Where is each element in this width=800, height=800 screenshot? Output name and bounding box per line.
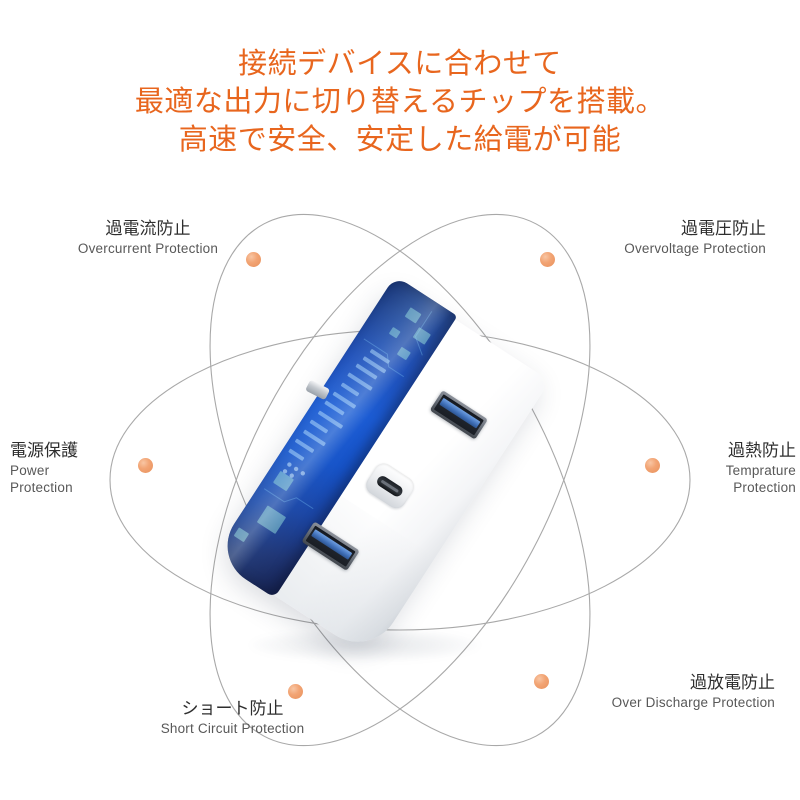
feature-label-over-discharge-en: Over Discharge Protection xyxy=(611,695,775,710)
feature-label-overcurrent-jp: 過電流防止 xyxy=(105,219,191,239)
orbit-ring-tilt-right xyxy=(209,213,591,747)
dot-overcurrent xyxy=(246,252,261,267)
feature-label-power-jp: 電源保護 xyxy=(10,441,78,461)
dot-temperature xyxy=(645,458,660,473)
feature-label-overcurrent-en: Overcurrent Protection xyxy=(77,241,219,256)
feature-label-power-en: Power Protection xyxy=(10,463,73,495)
headline-line-2: 最適な出力に切り替えるチップを搭載。 xyxy=(134,84,666,118)
dot-over-discharge xyxy=(534,674,549,689)
feature-label-short-circuit-jp: ショート防止 xyxy=(181,699,284,719)
feature-label-over-discharge-jp: 過放電防止 xyxy=(690,673,775,693)
feature-label-power: 電源保護 Power Protection xyxy=(10,440,135,496)
feature-label-short-circuit-en: Short Circuit Protection xyxy=(160,721,305,736)
feature-label-over-discharge: 過放電防止 Over Discharge Protection xyxy=(560,672,775,711)
dot-short-circuit xyxy=(288,684,303,699)
circuit-board-face xyxy=(212,275,458,598)
dot-overvoltage xyxy=(540,252,555,267)
feature-label-temperature: 過熱防止 Temprature Protection xyxy=(666,440,796,496)
headline-line-3: 高速で安全、安定した給電が可能 xyxy=(178,122,622,156)
usb-c-port-slot xyxy=(375,473,405,499)
circuit-pattern-svg xyxy=(234,307,433,542)
feature-label-temperature-jp: 過熱防止 xyxy=(728,441,796,461)
feature-label-short-circuit: ショート防止 Short Circuit Protection xyxy=(110,698,355,737)
feature-label-temperature-en: Temprature Protection xyxy=(725,463,796,495)
page-title: 接続デバイスに合わせて 最適な出力に切り替えるチップを搭載。 高速で安全、安定し… xyxy=(0,44,800,158)
feature-label-overvoltage-en: Overvoltage Protection xyxy=(624,241,766,256)
feature-label-overvoltage: 過電圧防止 Overvoltage Protection xyxy=(556,218,766,257)
headline-line-1: 接続デバイスに合わせて xyxy=(238,46,562,80)
usb-charger-device xyxy=(212,275,550,658)
feature-label-overcurrent: 過電流防止 Overcurrent Protection xyxy=(48,218,248,257)
feature-label-overvoltage-jp: 過電圧防止 xyxy=(681,219,766,239)
product-image xyxy=(212,268,558,668)
dot-power xyxy=(138,458,153,473)
